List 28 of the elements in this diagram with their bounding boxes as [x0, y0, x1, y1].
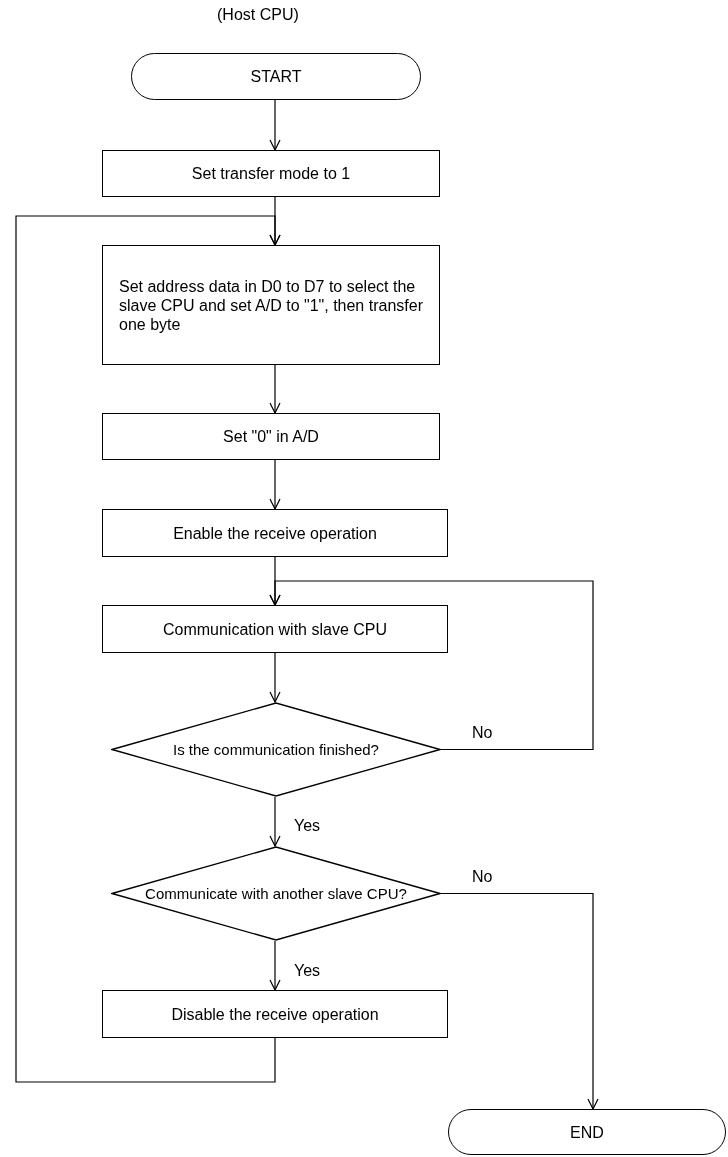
arrow [269, 796, 281, 847]
node-text: START [250, 67, 302, 86]
arrow [269, 459, 281, 510]
arrow [440, 892, 599, 1110]
process-box [102, 509, 448, 557]
arrow [269, 652, 281, 703]
node-text: Communication with slave CPU [162, 619, 388, 639]
process-box [102, 150, 440, 197]
node-text: Enable the receive operation [173, 523, 377, 543]
node-text: Set "0" in A/D [223, 427, 319, 446]
terminal-shape [131, 53, 421, 100]
process-box [102, 990, 448, 1038]
arrow [269, 364, 281, 414]
terminal-shape [448, 1109, 726, 1155]
node-text: Is the communication finished? [173, 741, 379, 758]
node-text: END [570, 1122, 604, 1142]
arrow [269, 99, 281, 151]
node-text: Set address data in D0 to D7 to select the slave CPU and set A/D to "1", then transfer one byte [119, 276, 424, 334]
node-text: Set transfer mode to 1 [191, 164, 351, 183]
heading-label: (Host CPU) [215, 6, 301, 24]
process-box [102, 413, 440, 460]
node-text: Disable the receive operation [171, 1004, 379, 1024]
arrow [269, 580, 594, 751]
arrow [269, 940, 281, 991]
arrow [15, 215, 281, 1083]
node-text: Communicate with another slave CPU? [145, 885, 407, 902]
process-box [102, 245, 440, 365]
process-box [102, 605, 448, 653]
